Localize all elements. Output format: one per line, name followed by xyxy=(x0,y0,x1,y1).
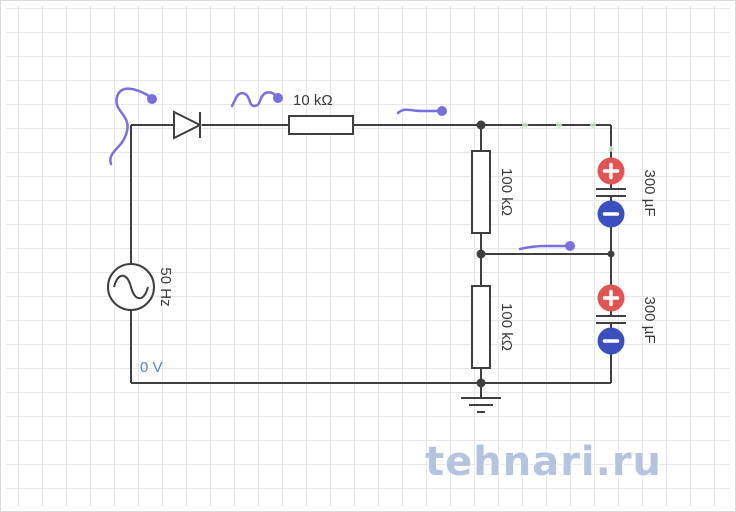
diode-triangle xyxy=(173,110,203,140)
diode[interactable] xyxy=(173,110,203,140)
probe-smoothed-waveform[interactable] xyxy=(396,106,447,116)
watermark: tehnari.ru xyxy=(425,439,663,485)
resistor-body xyxy=(288,115,354,135)
resistor-100k-upper-label: 100 kΩ xyxy=(498,168,515,216)
probe-dot[interactable] xyxy=(147,94,157,104)
resistor-100k-lower[interactable]: 100 kΩ xyxy=(471,285,515,369)
plus-icon xyxy=(597,284,625,312)
node-dot xyxy=(476,378,486,388)
capacitor-300uf-upper[interactable]: 300 µF xyxy=(596,157,658,228)
capacitor-300uf-lower[interactable]: 300 µF xyxy=(596,284,658,355)
ac-source-label: 50 Hz xyxy=(157,267,174,306)
resistor-10k[interactable]: 10 kΩ xyxy=(288,92,354,135)
resistor-body xyxy=(471,285,491,369)
current-flow-dots xyxy=(522,122,614,152)
capacitor-300uf-upper-label: 300 µF xyxy=(641,170,658,217)
capacitor-300uf-lower-label: 300 µF xyxy=(641,297,658,344)
probe-halfwave-waveform[interactable] xyxy=(230,91,283,108)
node-dot xyxy=(476,120,486,130)
resistor-100k-lower-label: 100 kΩ xyxy=(498,303,515,351)
node-dot xyxy=(607,250,615,258)
probe-dot[interactable] xyxy=(565,241,575,251)
node-voltage-readout: 0 V xyxy=(140,359,163,376)
minus-icon xyxy=(597,327,625,355)
probe-dot[interactable] xyxy=(273,93,283,103)
wires[interactable] xyxy=(130,124,612,384)
sine-icon xyxy=(113,274,149,300)
node-dot xyxy=(476,249,486,259)
minus-icon xyxy=(597,200,625,228)
resistor-10k-label: 10 kΩ xyxy=(293,92,333,109)
probe-dot[interactable] xyxy=(437,106,447,116)
plus-icon xyxy=(597,157,625,185)
probe-sine-waveform[interactable] xyxy=(109,87,157,166)
ac-voltage-source[interactable]: 50 Hz xyxy=(107,263,174,311)
resistor-100k-upper[interactable]: 100 kΩ xyxy=(471,150,515,234)
probe-dc-level-waveform[interactable] xyxy=(518,241,575,251)
resistor-body xyxy=(471,150,491,234)
